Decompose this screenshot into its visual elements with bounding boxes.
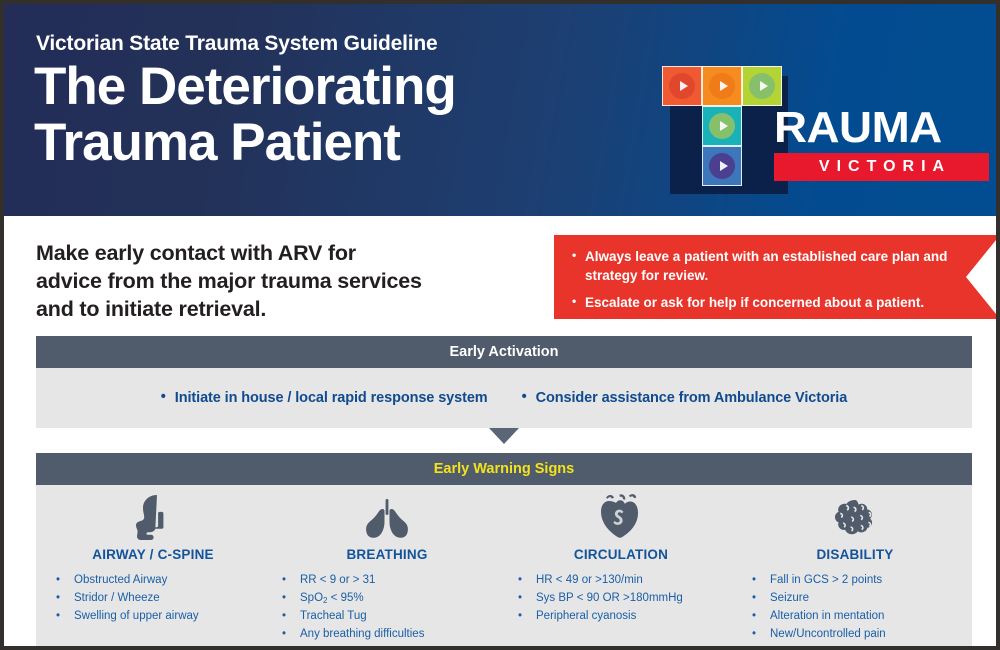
- list-item: Peripheral cyanosis: [518, 607, 683, 625]
- play-icon: [749, 73, 775, 99]
- play-icon: [709, 73, 735, 99]
- play-icon: [709, 153, 735, 179]
- escalation-list: Always leave a patient with an establish…: [554, 235, 996, 313]
- logo-rauma-text: RAUMA: [774, 103, 942, 152]
- list-item: New/Uncontrolled pain: [752, 625, 886, 643]
- page-header: Victorian State Trauma System Guideline …: [4, 4, 996, 216]
- early-warning-signs-header: Early Warning Signs: [36, 453, 972, 485]
- logo-wordmark: RAUMA VICTORIA: [774, 106, 989, 181]
- list-item: Obstructed Airway: [56, 571, 199, 589]
- list-item: Swelling of upper airway: [56, 607, 199, 625]
- logo-victoria-bar: VICTORIA: [774, 153, 989, 181]
- tile-blue: [702, 146, 742, 186]
- warning-list-disability: Fall in GCS > 2 points Seizure Alteratio…: [752, 571, 886, 644]
- warning-column-airway: AIRWAY / C-SPINE Obstructed Airway Strid…: [36, 491, 270, 646]
- play-icon: [709, 113, 735, 139]
- list-item: Stridor / Wheeze: [56, 589, 199, 607]
- logo-t-tiles: [662, 66, 788, 194]
- escalation-callout: Always leave a patient with an establish…: [554, 235, 996, 319]
- play-icon: [669, 73, 695, 99]
- head-airway-icon: [125, 491, 181, 541]
- early-activation-body: Initiate in house / local rapid response…: [36, 368, 972, 428]
- list-item: Any breathing difficulties: [282, 625, 424, 643]
- list-item: Escalate or ask for help if concerned ab…: [572, 293, 952, 313]
- warning-list-circulation: HR < 49 or >130/min Sys BP < 90 OR >180m…: [518, 571, 683, 626]
- list-item: Alteration in mentation: [752, 607, 886, 625]
- arv-message: Make early contact with ARV for advice f…: [36, 241, 422, 321]
- early-warning-signs-body: AIRWAY / C-SPINE Obstructed Airway Strid…: [36, 485, 972, 646]
- brain-icon: [826, 491, 884, 541]
- warning-list-breathing: RR < 9 or > 31 SpO2 < 95% Tracheal Tug A…: [282, 571, 424, 644]
- column-title: AIRWAY / C-SPINE: [92, 547, 214, 562]
- tile-teal: [702, 106, 742, 146]
- warning-column-breathing: BREATHING RR < 9 or > 31 SpO2 < 95% Trac…: [270, 491, 504, 646]
- trauma-victoria-logo: RAUMA VICTORIA: [662, 66, 989, 201]
- lungs-icon: [357, 491, 417, 541]
- tile-yellow-green: [742, 66, 782, 106]
- warning-column-circulation: CIRCULATION HR < 49 or >130/min Sys BP <…: [504, 491, 738, 646]
- list-item: RR < 9 or > 31: [282, 571, 424, 589]
- list-item: Fall in GCS > 2 points: [752, 571, 886, 589]
- list-item: Consider assistance from Ambulance Victo…: [522, 389, 848, 406]
- tile-red-orange: [662, 66, 702, 106]
- header-kicker: Victorian State Trauma System Guideline: [36, 32, 438, 55]
- list-item: Tracheal Tug: [282, 607, 424, 625]
- tile-orange: [702, 66, 742, 106]
- column-title: DISABILITY: [816, 547, 894, 562]
- list-item: SpO2 < 95%: [282, 589, 424, 607]
- column-title: CIRCULATION: [573, 547, 669, 562]
- list-item: Sys BP < 90 OR >180mmHg: [518, 589, 683, 607]
- page-title: The Deteriorating Trauma Patient: [34, 57, 457, 172]
- list-item: HR < 49 or >130/min: [518, 571, 683, 589]
- heart-icon: [595, 491, 647, 541]
- warning-column-disability: DISABILITY Fall in GCS > 2 points Seizur…: [738, 491, 972, 646]
- list-item: Initiate in house / local rapid response…: [161, 389, 488, 406]
- early-activation-header: Early Activation: [36, 336, 972, 368]
- list-item: Seizure: [752, 589, 886, 607]
- list-item: Always leave a patient with an establish…: [572, 247, 952, 285]
- flow-arrow-down-icon: [489, 428, 519, 444]
- column-title: BREATHING: [346, 547, 428, 562]
- warning-list-airway: Obstructed Airway Stridor / Wheeze Swell…: [56, 571, 199, 626]
